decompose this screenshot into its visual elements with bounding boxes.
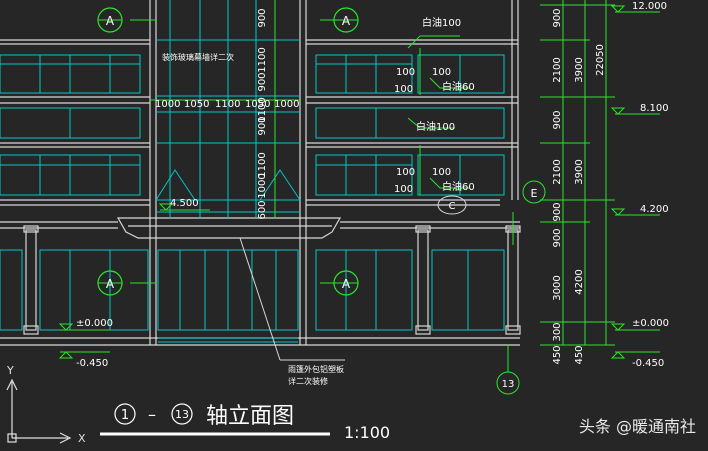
slab-label: ±0.000 <box>76 318 113 329</box>
svg-text:A: A <box>106 14 115 28</box>
elevation-labels: 12.000 8.100 4.200 ±0.000 -0.450 <box>632 1 669 369</box>
svg-text:A: A <box>342 277 351 291</box>
svg-text:A: A <box>342 14 351 28</box>
title-name: 轴立面图 <box>206 404 294 429</box>
canopy-note: 详二次装修 <box>288 376 328 386</box>
elevation-label: 8.100 <box>640 103 669 114</box>
right-dim: 3900 <box>574 57 585 82</box>
annotation: 100 <box>432 67 451 78</box>
section-marker: A <box>97 270 123 296</box>
title-axis-from: 1 <box>121 408 129 423</box>
ucs-x-label: X <box>78 432 86 445</box>
watermark: 头条 @暖通南社 <box>578 417 696 436</box>
drawing-title: 1 – 13 轴立面图 1:100 <box>114 403 390 442</box>
title-axis-to: 13 <box>175 408 189 421</box>
curtain-dim: 1000 <box>257 173 268 198</box>
curtain-dim: 1100 <box>257 97 268 122</box>
curtain-dim: 1100 <box>257 152 268 177</box>
axis-tag-c: C <box>437 195 467 215</box>
right-dim: 900 <box>552 202 563 221</box>
right-dim: 900 <box>552 8 563 27</box>
window-dim: 1050 <box>245 99 270 110</box>
right-dim: 4200 <box>574 269 585 294</box>
glazing <box>0 0 505 343</box>
glass-curtain-note: 装饰玻璃幕墙详二次 <box>162 52 234 62</box>
curtain-dim: 1100 <box>257 47 268 72</box>
svg-text:A: A <box>106 277 115 291</box>
elevation-label: 12.000 <box>632 1 667 12</box>
right-dim: 450 <box>574 345 585 364</box>
window-dim: 1100 <box>215 99 240 110</box>
curtain-dim: 900 <box>257 72 268 91</box>
right-dim: 300 <box>552 322 563 341</box>
svg-text:13: 13 <box>502 379 515 390</box>
right-dim: 2100 <box>552 159 563 184</box>
annotation: 白油60 <box>442 180 475 193</box>
annotation: 100 <box>396 167 415 178</box>
right-dim: 900 <box>552 110 563 129</box>
curtain-vertical-dims: 900 1100 900 1100 900 1100 1000 600 <box>257 8 268 219</box>
right-dim: 900 <box>552 228 563 247</box>
section-marker: A <box>333 7 359 33</box>
labels: 装饰玻璃幕墙详二次 1000 1050 1100 1050 1000 4.500… <box>76 16 475 386</box>
elevation-label: -0.450 <box>632 358 664 369</box>
right-dims: 900 2100 900 2100 900 900 3000 300 450 3… <box>552 8 606 364</box>
title-scale: 1:100 <box>344 423 390 442</box>
ucs-y-label: Y <box>6 364 14 377</box>
svg-text:C: C <box>449 201 456 212</box>
right-dim: 450 <box>552 345 563 364</box>
curtain-dim: 600 <box>257 200 268 219</box>
note-leaders <box>239 237 345 361</box>
right-dim-total: 22050 <box>595 44 606 76</box>
annotation: 白油100 <box>422 16 461 29</box>
ucs-icon <box>6 378 72 444</box>
annotation: 100 <box>394 184 413 195</box>
title-dash: – <box>148 405 156 424</box>
dimension-lines <box>58 0 660 436</box>
right-dim: 3900 <box>574 159 585 184</box>
slab-label: -0.450 <box>76 358 108 369</box>
annotation: 白油60 <box>442 80 475 93</box>
elevation-label: ±0.000 <box>632 318 669 329</box>
slab-label: 4.500 <box>170 198 199 209</box>
section-marker: A <box>333 270 359 296</box>
annotation: 100 <box>394 84 413 95</box>
axis-tag-13: 13 <box>496 371 520 395</box>
window-dim: 1000 <box>274 99 299 110</box>
annotation: 白油100 <box>416 120 455 133</box>
svg-text:E: E <box>531 187 538 200</box>
window-dim: 1050 <box>184 99 209 110</box>
right-dim: 3000 <box>552 275 563 300</box>
window-dim: 1000 <box>155 99 180 110</box>
right-dim: 2100 <box>552 57 563 82</box>
section-marker: A <box>97 7 123 33</box>
axis-tag-e: E <box>522 180 546 204</box>
elevation-label: 4.200 <box>640 204 669 215</box>
annotation: 100 <box>432 167 451 178</box>
curtain-dim: 900 <box>257 116 268 135</box>
section-markers: A A A A <box>97 7 359 296</box>
curtain-dim: 900 <box>257 8 268 27</box>
canopy-note: 雨篷外包铝塑板 <box>288 364 344 374</box>
annotation: 100 <box>396 67 415 78</box>
